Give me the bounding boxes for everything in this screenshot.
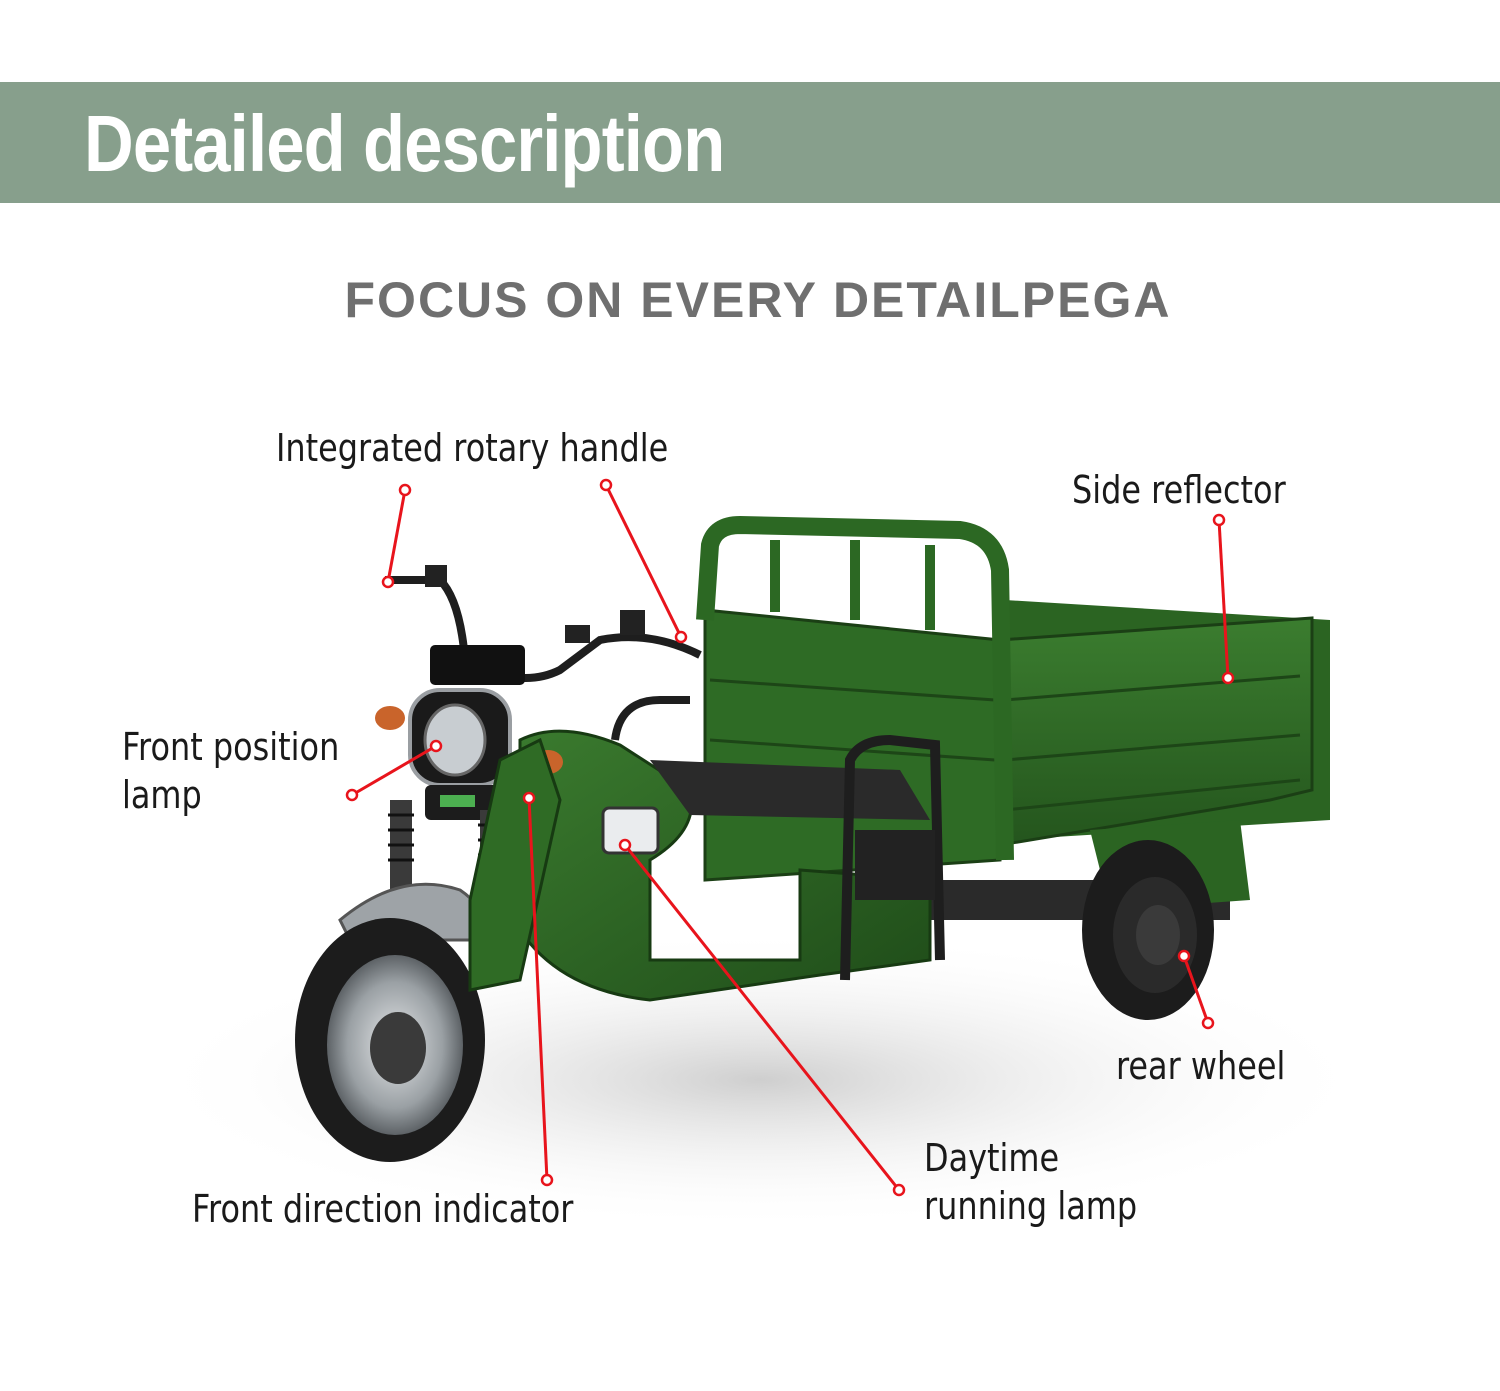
- label-front-position-lamp-line2: lamp: [122, 773, 202, 817]
- label-daytime-running-lamp: Daytime running lamp: [924, 1134, 1137, 1230]
- label-daytime-running-lamp-line1: Daytime: [924, 1136, 1060, 1180]
- header-band: [0, 82, 1500, 203]
- page-subtitle: FOCUS ON EVERY DETAILPEGA: [344, 272, 1172, 328]
- front-wheel-graphic: [295, 918, 485, 1162]
- label-rear-wheel: rear wheel: [1116, 1044, 1286, 1088]
- rear-wheel-graphic: [1082, 840, 1214, 1020]
- label-front-position-lamp: Front position lamp: [122, 723, 339, 819]
- label-daytime-running-lamp-line2: running lamp: [924, 1184, 1138, 1228]
- seat: [650, 760, 930, 820]
- label-side-reflector: Side reflector: [1072, 468, 1286, 512]
- page-title: Detailed description: [84, 99, 725, 188]
- label-integrated-rotary-handle: Integrated rotary handle: [276, 426, 669, 470]
- label-front-position-lamp-line1: Front position: [122, 725, 340, 769]
- headboard-frame: [696, 515, 1014, 861]
- label-front-direction-indicator: Front direction indicator: [192, 1187, 574, 1231]
